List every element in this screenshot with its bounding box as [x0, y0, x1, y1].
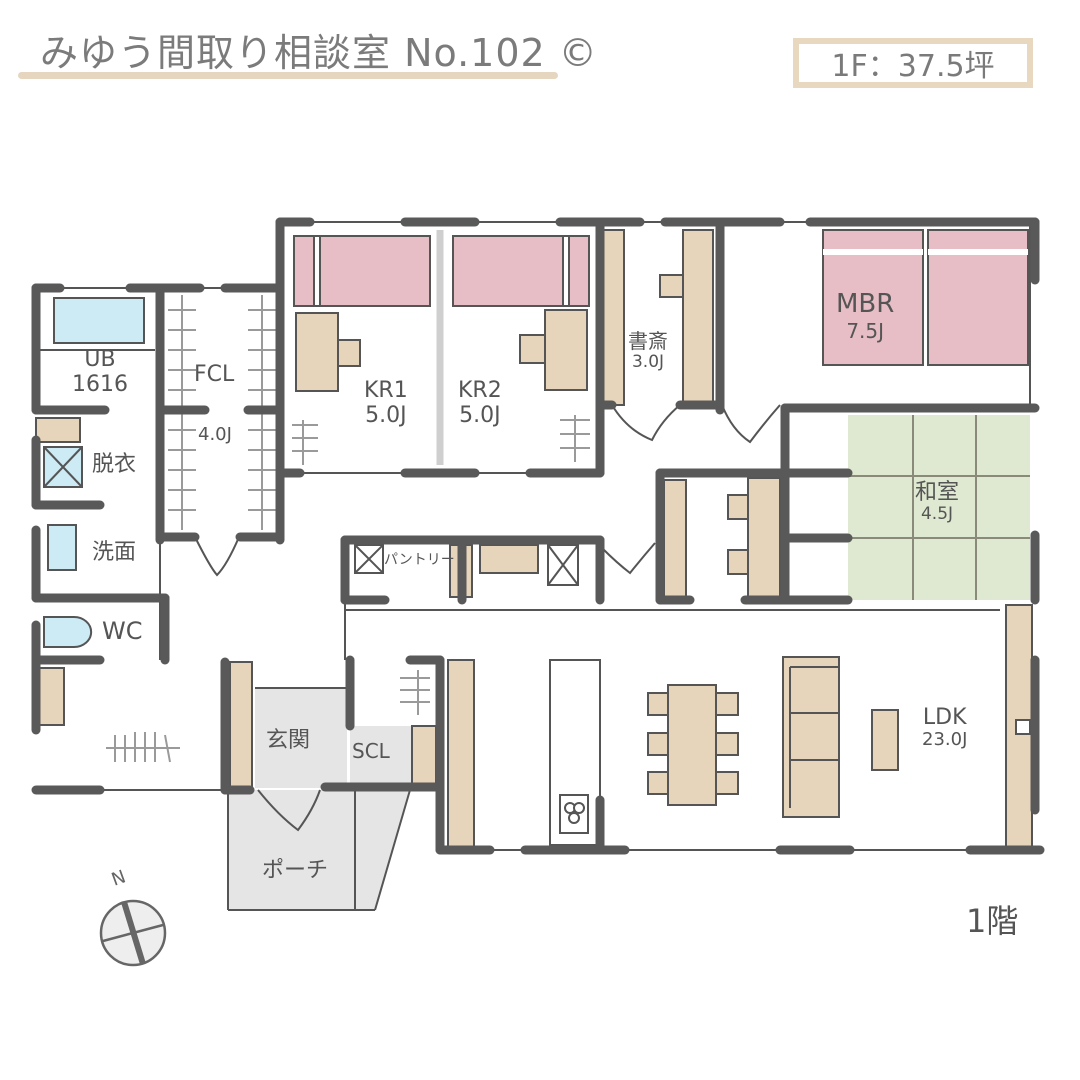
- genkan-floor: [255, 688, 347, 788]
- shelf-hall: [663, 479, 687, 601]
- room-washitsu: 和室 4.5J: [915, 480, 959, 525]
- room-kr2-name: KR2: [458, 378, 502, 403]
- bathtub: [53, 297, 145, 344]
- room-scl: SCL: [352, 739, 390, 763]
- chair-study: [659, 274, 684, 298]
- room-ldk-name: LDK: [922, 705, 967, 730]
- beds: [293, 229, 1029, 366]
- chair-kr2: [519, 334, 546, 364]
- room-kr1: KR1 5.0J: [364, 378, 408, 429]
- floor-area-badge: 1F：37.5坪: [793, 38, 1033, 88]
- coffee-table: [871, 709, 899, 771]
- room-kr2: KR2 5.0J: [458, 378, 502, 429]
- chair-kr1: [337, 339, 361, 367]
- room-senmen: 洗面: [92, 540, 137, 565]
- room-genkan: 玄関: [266, 728, 311, 753]
- tatami-grid: [848, 415, 1030, 600]
- room-datsui: 脱衣: [92, 452, 137, 477]
- tatami-area: [848, 415, 1030, 600]
- room-ldk: LDK 23.0J: [922, 705, 967, 751]
- room-study-name: 書斎: [628, 329, 668, 353]
- room-fcl-size: 4.0J: [198, 424, 232, 445]
- desk-kr2: [544, 309, 588, 391]
- room-ub: UB 1616: [72, 347, 128, 398]
- room-fcl-name: FCL: [194, 362, 235, 387]
- room-washitsu-name: 和室: [915, 480, 960, 505]
- scl-floor: [350, 726, 412, 788]
- room-mbr: MBR 7.5J: [836, 289, 895, 343]
- sofa: [782, 656, 840, 818]
- counter-hall: [747, 477, 781, 601]
- scl-shelf: [411, 725, 437, 785]
- shelf-datsui: [35, 417, 81, 443]
- title-underline: [18, 72, 558, 79]
- room-ldk-size: 23.0J: [922, 729, 968, 751]
- room-mbr-name: MBR: [836, 289, 895, 319]
- kitchen-island: [549, 659, 601, 846]
- shoe-storage-left: [37, 667, 65, 726]
- porch-floor: [228, 790, 410, 910]
- room-fcl: FCL: [194, 362, 234, 387]
- room-wc: WC: [102, 617, 143, 645]
- north-compass-icon: [99, 899, 167, 967]
- page-title: みゆう間取り相談室 No.102 ©: [40, 31, 598, 75]
- room-porch: ポーチ: [262, 858, 329, 883]
- desk-study: [682, 229, 714, 406]
- floor-label: 1階: [966, 902, 1019, 940]
- kitchen-back-counter: [447, 659, 475, 851]
- stool-1: [727, 494, 749, 520]
- furniture: [35, 229, 1033, 851]
- room-mbr-size: 7.5J: [846, 318, 885, 343]
- room-washitsu-size: 4.5J: [920, 504, 954, 525]
- stool-2: [727, 549, 749, 575]
- shelf-study-left: [601, 229, 625, 406]
- room-pantry: パントリー: [384, 552, 455, 568]
- room-ub-size: 1616: [72, 372, 128, 398]
- floor-fills: [228, 415, 1030, 910]
- room-kr1-name: KR1: [364, 378, 408, 403]
- wash-basin: [47, 524, 77, 571]
- pantry-counter: [479, 544, 539, 574]
- walls: [31, 217, 1045, 855]
- room-ub-name: UB: [84, 347, 116, 372]
- floor-area-text: 1F：37.5坪: [831, 49, 995, 84]
- desk-kr1: [295, 312, 339, 392]
- room-study: 書斎 3.0J: [628, 330, 668, 373]
- shoe-storage-genkan: [229, 661, 253, 791]
- room-kr1-size: 5.0J: [365, 403, 407, 429]
- dining-table: [667, 684, 717, 806]
- room-study-size: 3.0J: [631, 352, 665, 372]
- toilet: [43, 616, 93, 648]
- room-kr2-size: 5.0J: [459, 403, 501, 429]
